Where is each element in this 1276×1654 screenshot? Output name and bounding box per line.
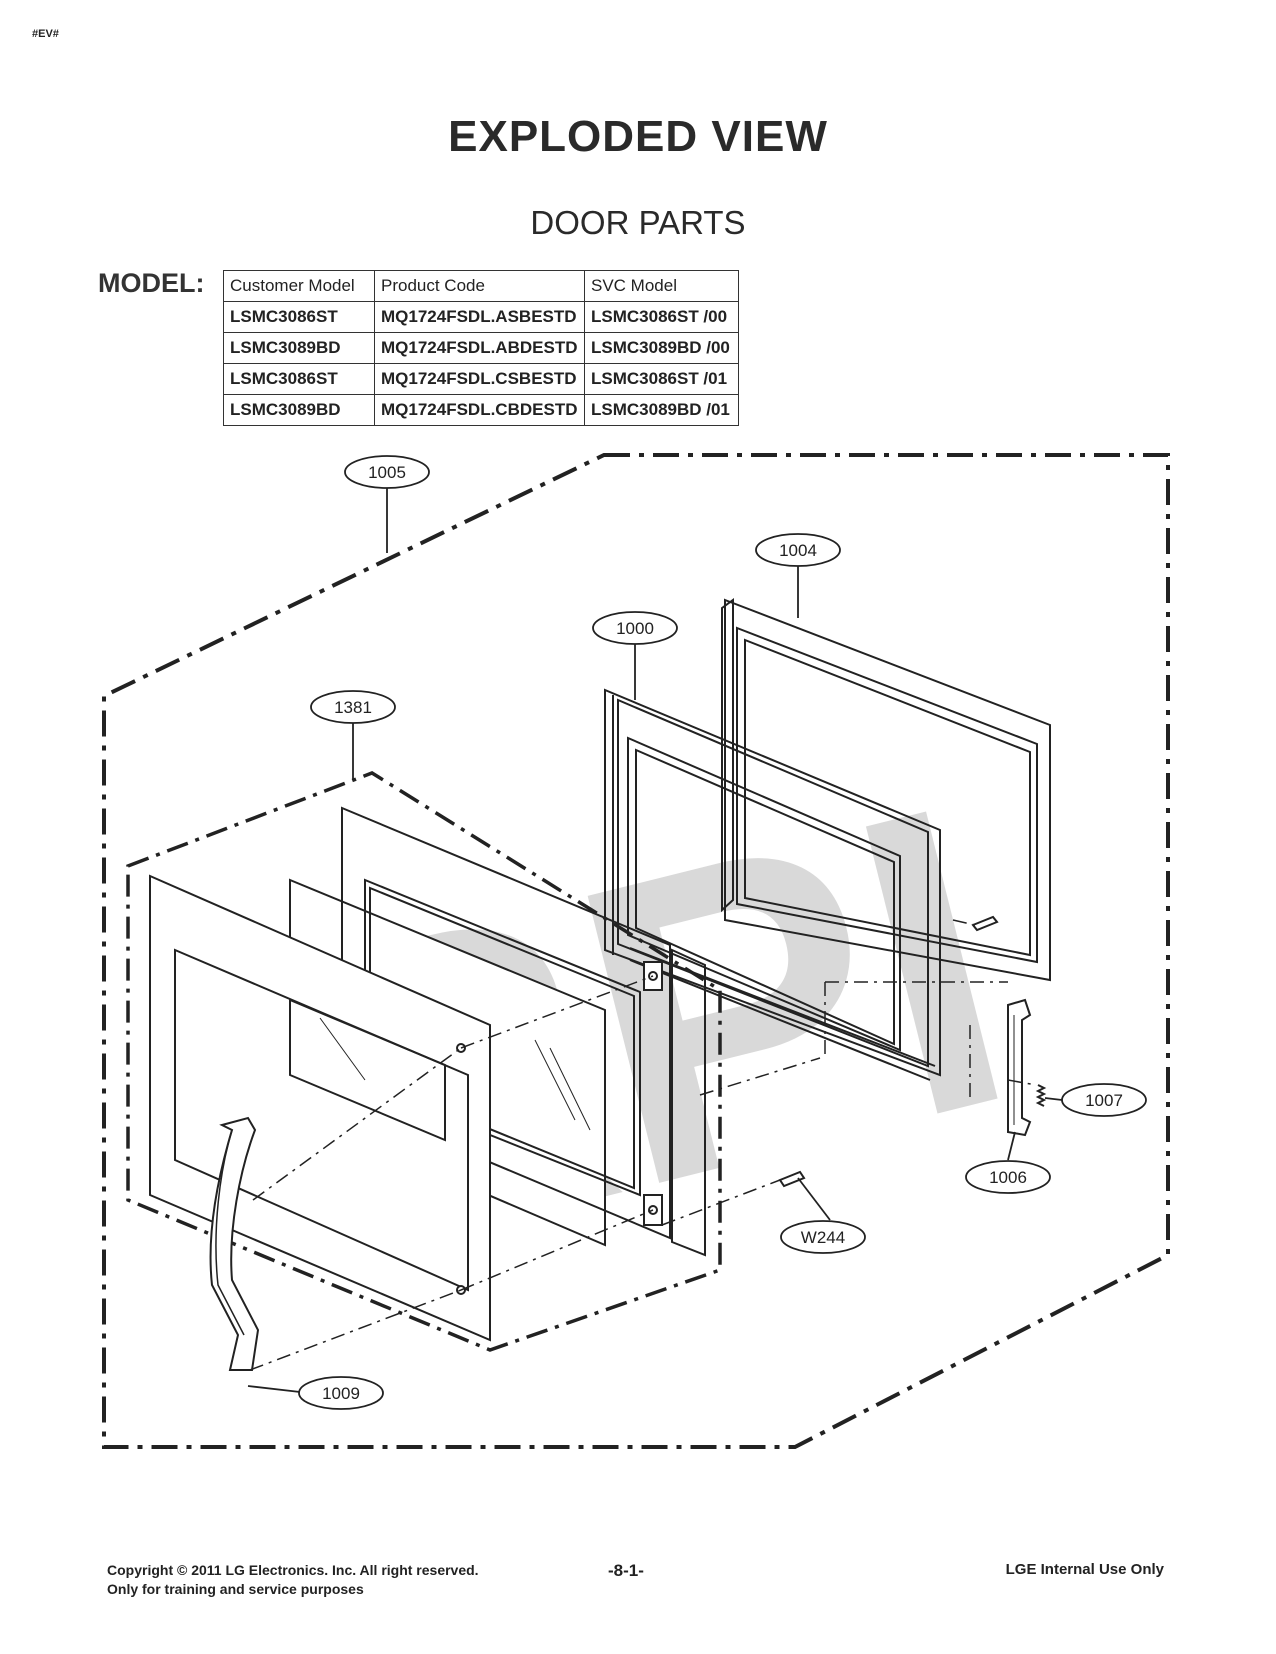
cell-product-code: MQ1724FSDL.ABDESTD [374,332,585,364]
cell-svc-model: LSMC3086ST /00 [584,301,739,333]
svg-text:1007: 1007 [1085,1091,1123,1110]
cell-customer-model: LSMC3086ST [223,301,375,333]
copyright-line-1: Copyright © 2011 LG Electronics. Inc. Al… [107,1562,479,1578]
svg-text:1009: 1009 [322,1384,360,1403]
page-title: EXPLODED VIEW [448,112,828,161]
callout-1006: 1006 [965,1160,1051,1194]
svg-text:1381: 1381 [334,698,372,717]
rear-frame-part [721,598,1051,982]
cell-svc-model: LSMC3086ST /01 [584,363,739,395]
cell-customer-model: LSMC3089BD [223,394,375,426]
inner-door-frame-part [604,688,941,1081]
callout-1007: 1007 [1061,1083,1147,1117]
footer-internal-use: LGE Internal Use Only [1005,1561,1164,1578]
spring-part [1035,1084,1047,1107]
table-row: LSMC3089BD MQ1724FSDL.ABDESTD LSMC3089BD… [223,332,739,364]
svg-text:W244: W244 [801,1228,845,1247]
callout-1009: 1009 [298,1376,384,1410]
model-label: MODEL: [98,268,205,298]
page-number: -8-1- [608,1561,644,1580]
callout-1004: 1004 [755,533,841,567]
table-row: LSMC3089BD MQ1724FSDL.CBDESTD LSMC3089BD… [223,394,739,426]
svg-text:1004: 1004 [779,541,817,560]
leader-lines [247,487,1063,1393]
svg-text:1000: 1000 [616,619,654,638]
alignment-lines [249,919,1037,1371]
cell-svc-model: LSMC3089BD /01 [584,394,739,426]
page-subtitle: DOOR PARTS [530,204,746,241]
assembly-boundary [102,453,1170,1449]
svg-text:1005: 1005 [368,463,406,482]
table-row: LSMC3086ST MQ1724FSDL.ASBESTD LSMC3086ST… [223,301,739,333]
model-table: Customer Model Product Code SVC Model LS… [223,270,739,426]
footer-copyright: Copyright © 2011 LG Electronics. Inc. Al… [107,1561,479,1599]
header-svc-model: SVC Model [584,270,739,302]
callout-1381: 1381 [310,690,396,724]
document-tag: #EV# [32,28,59,40]
table-row: LSMC3086ST MQ1724FSDL.CSBESTD LSMC3086ST… [223,363,739,395]
screw-parts [778,915,999,1188]
latch-hook-part [1007,998,1032,1137]
cell-customer-model: LSMC3086ST [223,363,375,395]
cell-product-code: MQ1724FSDL.ASBESTD [374,301,585,333]
door-assembly-boundary [126,771,722,1352]
callout-1000: 1000 [592,611,678,645]
hinge-mounts [643,961,663,1226]
svg-text:1006: 1006 [989,1168,1027,1187]
callout-w244: W244 [780,1220,866,1254]
callout-1005: 1005 [344,455,430,489]
door-front-panel-part [149,874,491,1342]
cell-product-code: MQ1724FSDL.CSBESTD [374,363,585,395]
copyright-line-2: Only for training and service purposes [107,1581,364,1597]
cell-product-code: MQ1724FSDL.CBDESTD [374,394,585,426]
